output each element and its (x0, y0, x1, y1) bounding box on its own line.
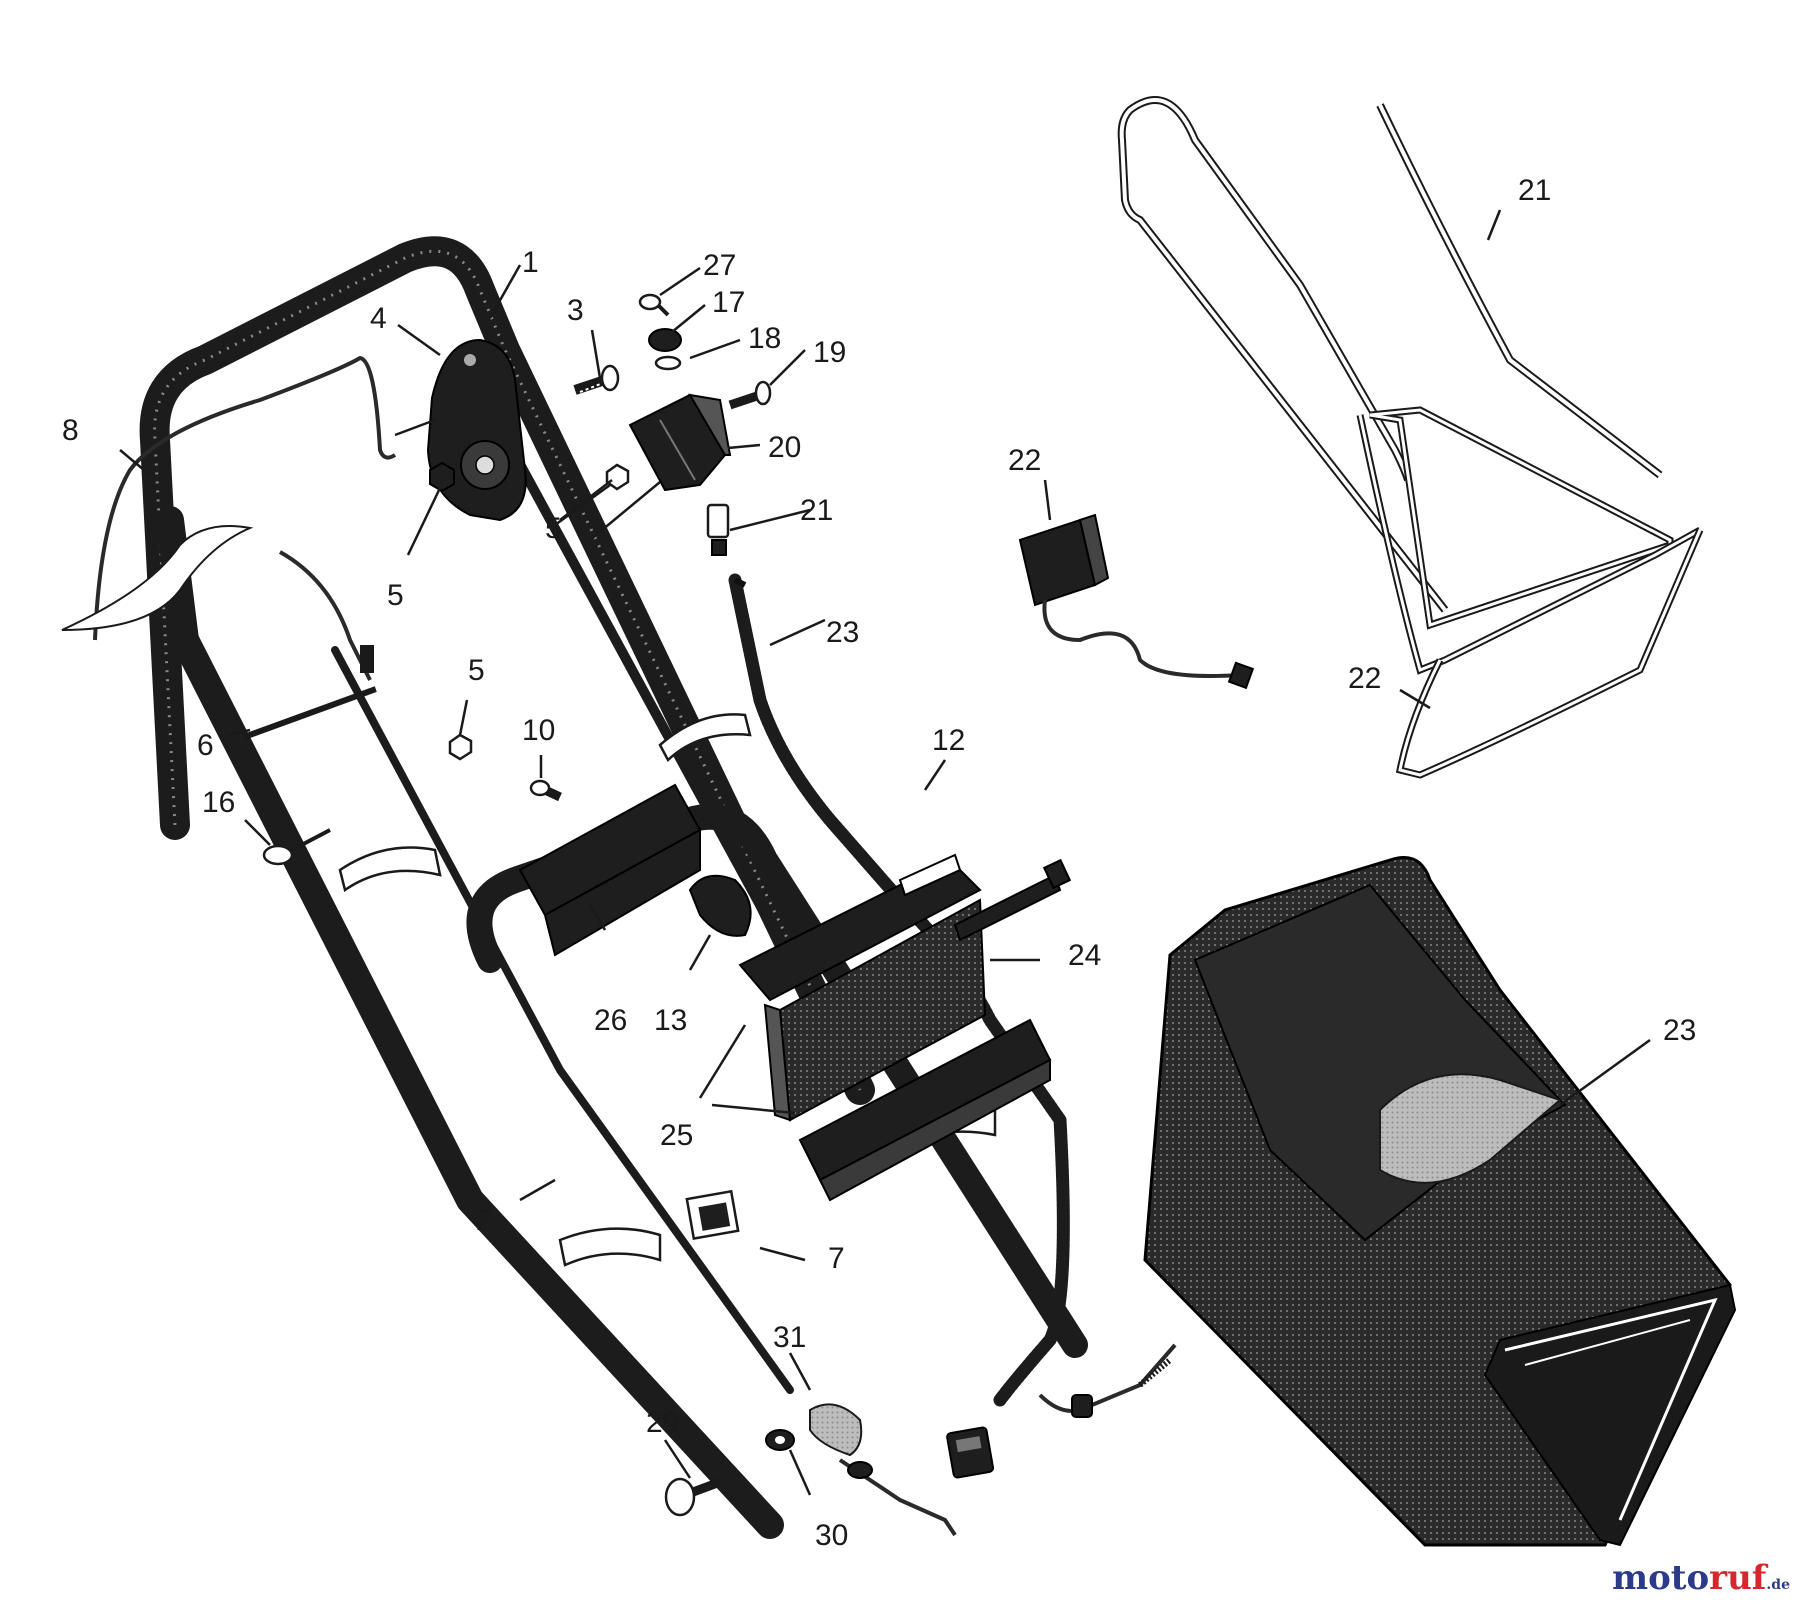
callout-23-bag: 23 (1663, 1014, 1696, 1047)
bail-bar (93, 356, 397, 641)
callout-19: 19 (813, 336, 846, 369)
callout-18: 18 (748, 322, 781, 355)
callout-2: 2 (476, 1204, 493, 1237)
callout-17: 17 (712, 286, 745, 319)
callout-4: 4 (370, 302, 387, 335)
control-cable (279, 550, 372, 681)
callout-27: 27 (703, 249, 736, 282)
callout-5-top: 5 (387, 579, 404, 612)
upper-handle (139, 236, 875, 1105)
callout-20: 20 (768, 431, 801, 464)
callout-8: 8 (62, 414, 79, 447)
callout-16: 16 (202, 786, 235, 819)
callout-30: 30 (815, 1519, 848, 1552)
screw (529, 779, 562, 802)
callout-7: 7 (828, 1242, 845, 1275)
cable-tie (243, 686, 377, 740)
bolt (573, 364, 620, 395)
control-plate (426, 338, 527, 522)
callout-31: 31 (773, 1321, 806, 1354)
bag-frame (1117, 96, 1704, 779)
callout-25: 25 (660, 1119, 693, 1152)
callout-5-mid: 5 (545, 512, 562, 545)
nut (448, 733, 473, 761)
cord-connector (946, 1426, 995, 1479)
switch-box (628, 393, 732, 492)
spring-wire (1038, 1343, 1177, 1418)
bail-decal (61, 525, 254, 631)
grass-bag (1143, 856, 1737, 1547)
callout-24: 24 (1068, 939, 1101, 972)
eye-bolt (262, 828, 331, 866)
washer (654, 355, 682, 371)
callout-1: 1 (522, 246, 539, 279)
callout-3: 3 (567, 294, 584, 327)
callout-labels: 1 2 3 4 5 5 5 6 7 8 10 12 13 16 17 18 19… (62, 174, 1696, 1552)
callout-22-charger: 22 (1008, 444, 1041, 477)
leader-lines (119, 209, 1651, 1496)
watermark-part3: .de (1766, 1577, 1790, 1593)
charger (1018, 513, 1255, 690)
screw (664, 1477, 722, 1517)
callout-5-center: 5 (468, 654, 485, 687)
cable-guide (809, 1403, 957, 1537)
battery-pack (738, 853, 1072, 1202)
knob (648, 328, 682, 352)
power-cord (728, 573, 1070, 1407)
nut (429, 461, 455, 493)
callout-10: 10 (522, 714, 555, 747)
callout-23-cord: 23 (826, 616, 859, 649)
handle-bracket (518, 783, 702, 957)
screw (728, 380, 772, 410)
watermark-logo: motoruf.de (1612, 1558, 1790, 1598)
knob (688, 874, 752, 937)
callout-12: 12 (932, 724, 965, 757)
nut (605, 463, 630, 491)
callout-13: 13 (654, 1004, 687, 1037)
callout-21-cord: 21 (800, 494, 833, 527)
plug-connector (706, 503, 730, 556)
decal (685, 1189, 740, 1240)
key (638, 293, 670, 317)
callout-6: 6 (197, 729, 214, 762)
callout-21-frame: 21 (1518, 174, 1551, 207)
watermark-part2: ruf (1709, 1558, 1767, 1598)
callout-22-frame: 22 (1348, 662, 1381, 695)
callout-29: 29 (646, 1406, 679, 1439)
washer (765, 1429, 795, 1451)
callout-26: 26 (594, 1004, 627, 1037)
watermark-part1: moto (1612, 1558, 1710, 1598)
